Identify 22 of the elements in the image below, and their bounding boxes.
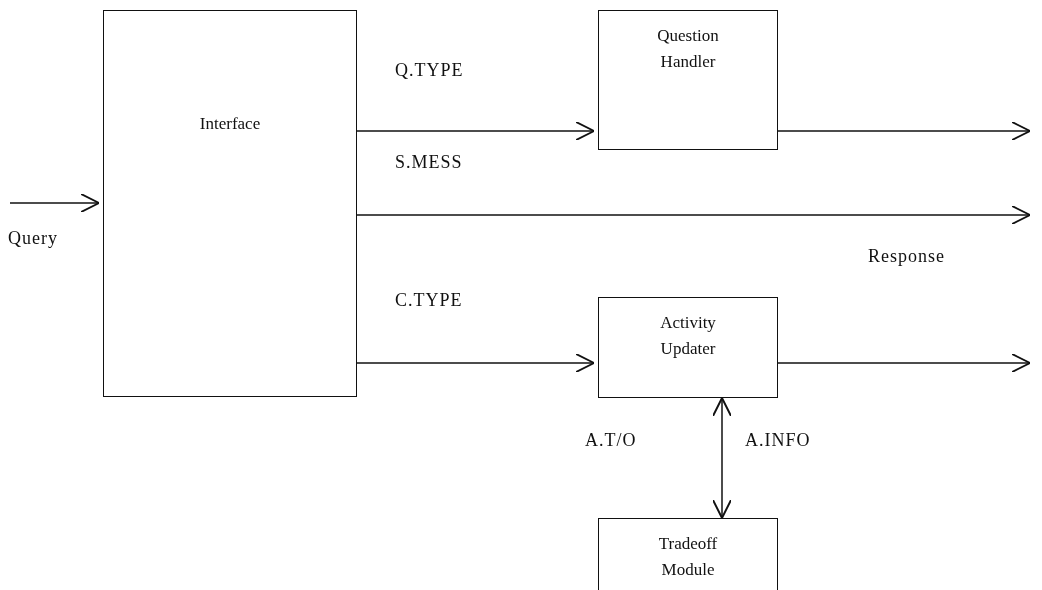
edge-label: C.TYPE xyxy=(395,290,463,311)
process-box xyxy=(598,297,778,398)
signal-label: Response xyxy=(868,246,945,267)
arrow xyxy=(356,205,1031,225)
edge-label: A.T/O xyxy=(585,430,637,451)
arrow xyxy=(9,193,100,213)
signal-label: A.INFO xyxy=(745,430,811,451)
node-label: Activity Updater xyxy=(659,312,717,360)
edge-label: Q.TYPE xyxy=(395,60,464,81)
edge-label: S.MESS xyxy=(395,152,463,173)
arrow xyxy=(712,397,732,519)
node-label: Question Handler xyxy=(656,25,720,73)
process-box xyxy=(598,518,778,590)
arrow xyxy=(777,121,1031,141)
interface-box xyxy=(103,10,357,397)
edge-label: Query xyxy=(8,228,58,249)
process-box xyxy=(598,10,778,150)
arrow xyxy=(356,121,595,141)
node-label: Tradeoff Module xyxy=(657,533,719,581)
arrow xyxy=(356,353,595,373)
arrow xyxy=(777,353,1031,373)
node-label: Interface xyxy=(198,113,262,135)
